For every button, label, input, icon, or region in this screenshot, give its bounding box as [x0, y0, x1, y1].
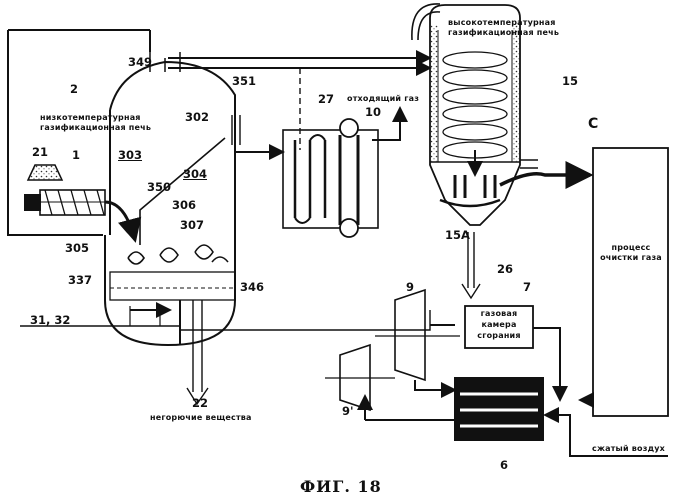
ref-31-32: 31, 32 [30, 313, 70, 327]
figure-caption: ФИГ. 18 [300, 477, 382, 496]
furnace-bottom [105, 300, 235, 345]
ref-15a: 15A [445, 228, 470, 242]
ref-7: 7 [523, 280, 531, 294]
ref-304: 304 [183, 167, 207, 181]
ref-2: 2 [70, 82, 78, 96]
compressed-air-label: сжатый воздух [592, 444, 665, 453]
ref-c: C [588, 116, 598, 132]
ref-15: 15 [562, 74, 578, 88]
gas-cleaning-box [593, 148, 668, 416]
ref-349: 349 [128, 55, 152, 69]
ref-26: 26 [497, 262, 513, 276]
incombustibles-label: негорючие вещества [150, 413, 252, 422]
ref-1: 1 [72, 148, 80, 162]
gas-cleaning-label: процесс очистки газа [600, 243, 662, 263]
ref-350: 350 [147, 180, 171, 194]
ref-337: 337 [68, 273, 92, 287]
ref-21: 21 [32, 145, 48, 159]
combustion-chamber-label: газовая камера сгорания [467, 308, 531, 341]
ref-346: 346 [240, 280, 264, 294]
fluidized-bed-swirls [128, 245, 228, 264]
ref-305: 305 [65, 241, 89, 255]
ref-27: 27 [318, 92, 334, 106]
low-temp-furnace-shell [110, 62, 235, 155]
ref-10: 10 [365, 105, 381, 119]
hopper-21 [28, 165, 62, 180]
ref-302: 302 [185, 110, 209, 124]
exhaust-gas-label: отходящий газ [347, 94, 419, 103]
ref-306: 306 [172, 198, 196, 212]
heat-exchanger-10 [283, 130, 378, 228]
ref-22: 22 [192, 396, 208, 410]
ref-9: 9 [406, 280, 414, 294]
ref-9p: 9' [342, 404, 354, 418]
turbine-9 [395, 290, 425, 380]
low-temp-furnace-label: низкотемпературная газификационная печь [40, 113, 151, 133]
high-temp-furnace-label: высокотемпературная газификационная печь [448, 18, 559, 38]
ref-351: 351 [232, 74, 256, 88]
gas-to-cleaning [500, 174, 590, 185]
ref-307: 307 [180, 218, 204, 232]
ref-6: 6 [500, 458, 508, 472]
ref-303: 303 [118, 148, 142, 162]
